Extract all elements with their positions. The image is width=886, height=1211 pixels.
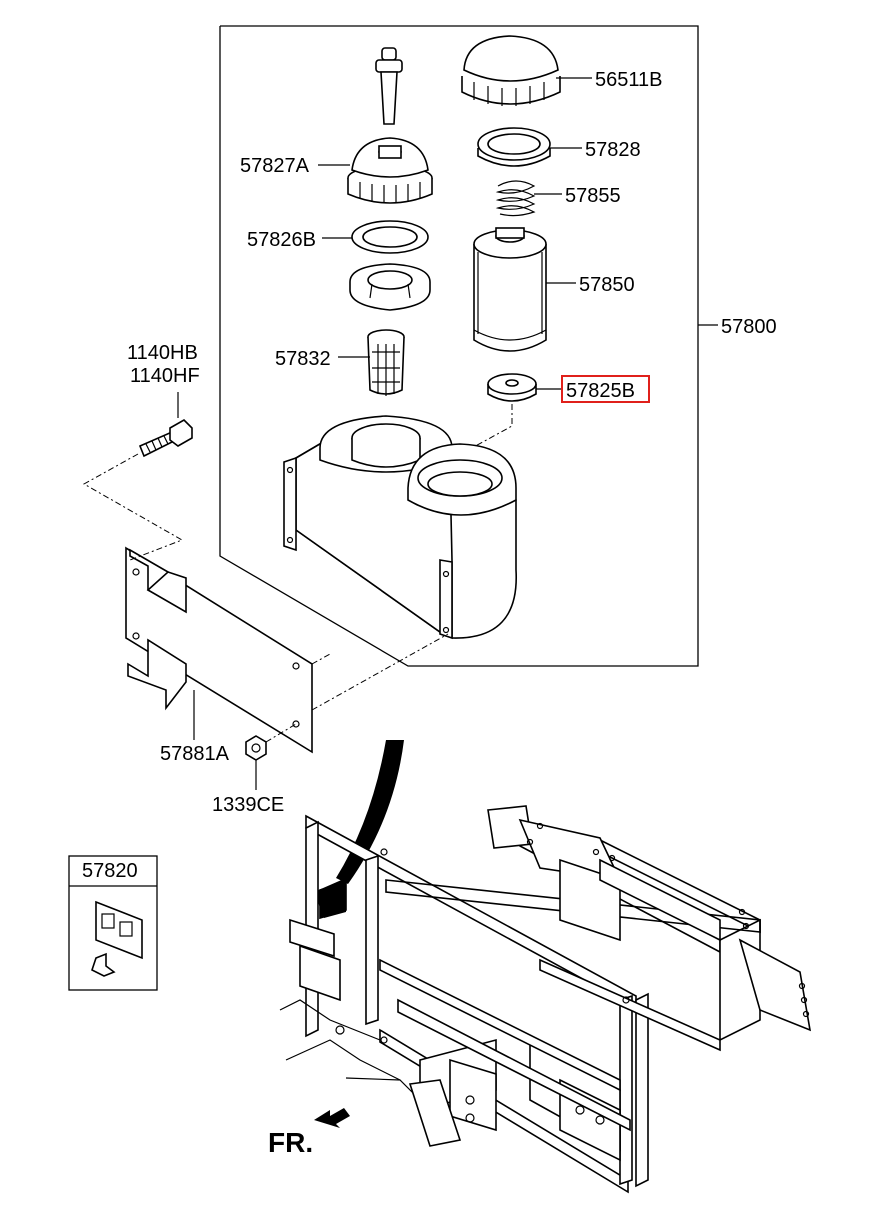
label-57881a: 57881A bbox=[160, 743, 230, 765]
label-1140hf: 1140HF bbox=[130, 365, 200, 387]
assembly-frame bbox=[219, 25, 699, 667]
label-1339ce: 1339CE bbox=[212, 794, 284, 816]
bolt-part bbox=[375, 47, 403, 125]
label-57832: 57832 bbox=[275, 348, 331, 370]
spring-57855-part bbox=[495, 180, 536, 217]
label-57825b: 57825B bbox=[566, 380, 635, 402]
chassis-frame-drawing bbox=[279, 805, 812, 1194]
front-arrow-icon bbox=[314, 1108, 350, 1128]
bracket-57881a-part bbox=[125, 546, 313, 754]
bracket-to-tank-dash-top bbox=[311, 653, 331, 665]
label-57827a: 57827A bbox=[240, 155, 310, 177]
ring-57828-part bbox=[477, 127, 551, 167]
label-57828: 57828 bbox=[585, 139, 641, 161]
label-57855: 57855 bbox=[565, 185, 621, 207]
washer-57825b-part bbox=[487, 373, 537, 402]
inset-57820-box bbox=[68, 855, 158, 991]
nut-dash bbox=[265, 723, 297, 743]
reservoir-tank-part bbox=[283, 415, 517, 640]
filter-element-57850-part bbox=[473, 227, 547, 352]
seal-57826b-part bbox=[351, 220, 429, 254]
bolt-dash bbox=[82, 453, 184, 561]
label-57800: 57800 bbox=[721, 316, 777, 338]
nut-1339ce-part bbox=[245, 735, 267, 761]
label-57826b: 57826B bbox=[247, 229, 316, 251]
label-57850: 57850 bbox=[579, 274, 635, 296]
label-1140hb: 1140HB bbox=[127, 342, 198, 364]
bolt-1140hb-part bbox=[138, 419, 193, 458]
filter-adapter-part bbox=[349, 263, 431, 311]
label-57820: 57820 bbox=[82, 860, 138, 882]
label-fr: FR. bbox=[268, 1127, 313, 1158]
highlight-box-57825b bbox=[561, 375, 650, 403]
strainer-57832-part bbox=[367, 329, 405, 396]
bracket-to-tank-dash bbox=[311, 633, 449, 711]
cap-57827a-part bbox=[347, 137, 433, 204]
cap-56511b-part bbox=[461, 35, 561, 106]
label-56511b: 56511B bbox=[595, 69, 662, 91]
